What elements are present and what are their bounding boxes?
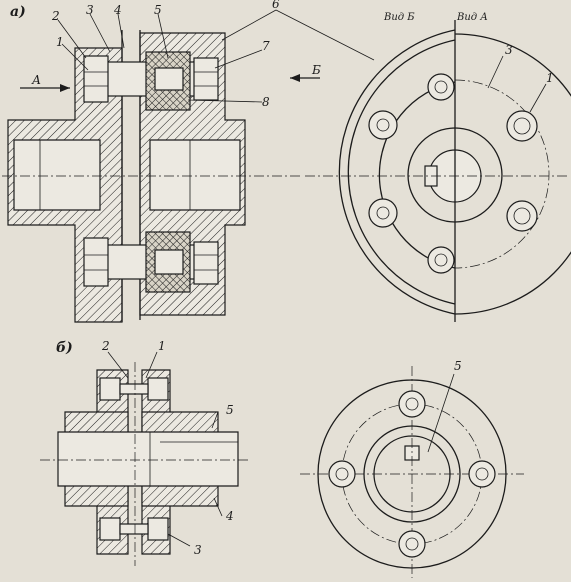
lower-pin-assembly [83,231,219,293]
callout-b-4: 4 [225,509,234,523]
view-b-pitch [378,81,456,269]
upper-pin-assembly [83,51,219,111]
left-bore [13,139,101,211]
figure-b-label: б) [56,340,73,356]
view-a-title: Вид А [456,12,488,23]
callout-a-3: 3 [86,3,94,17]
upper-nut-right [193,57,219,101]
view-b-title: Вид Б [383,12,415,23]
callout-a-2: 2 [51,9,60,23]
view-b-castle-nuts [368,73,455,274]
callout-a-1: 1 [56,35,64,49]
callout-a-7: 7 [262,39,270,53]
figure-a-label: а) [10,4,26,20]
callout-a-4: 4 [113,3,122,17]
view-a-hex-nuts [506,110,538,232]
callout-view-a-3: 3 [505,43,513,57]
arrow-a-label: А [31,73,41,87]
callout-a-5: 5 [154,3,162,17]
callout-a-8: 8 [262,95,270,109]
callout-b-side-5: 5 [454,359,462,373]
callout-b-5: 5 [226,403,234,417]
callout-b-1: 1 [158,339,166,353]
callout-a-6: 6 [272,0,280,11]
b-lower-nut-right [147,517,169,541]
lower-nut-left [83,237,109,287]
lower-nut-right [193,241,219,285]
figure-a-section [2,9,375,323]
b-shaft [57,431,239,487]
b-lower-nut-left [99,517,121,541]
b-upper-nut-right [147,377,169,401]
b-side-hex-nuts [328,390,496,558]
figure-b-side-view [300,366,524,578]
figure-b-section [40,351,250,566]
right-bore [149,139,241,211]
callout-view-a-1: 1 [546,71,554,85]
callout-b-3: 3 [194,543,202,557]
callout-b-2: 2 [101,339,110,353]
labels: а) 1 2 3 4 5 6 7 8 А Б Вид Б Вид А 3 1 б… [10,0,554,557]
b-upper-nut-left [99,377,121,401]
upper-nut-left [83,55,109,103]
arrow-b-label: Б [311,63,321,77]
view-a-pitch [454,79,550,269]
leaders-a [57,9,375,103]
figure-a-side-view [305,20,571,322]
